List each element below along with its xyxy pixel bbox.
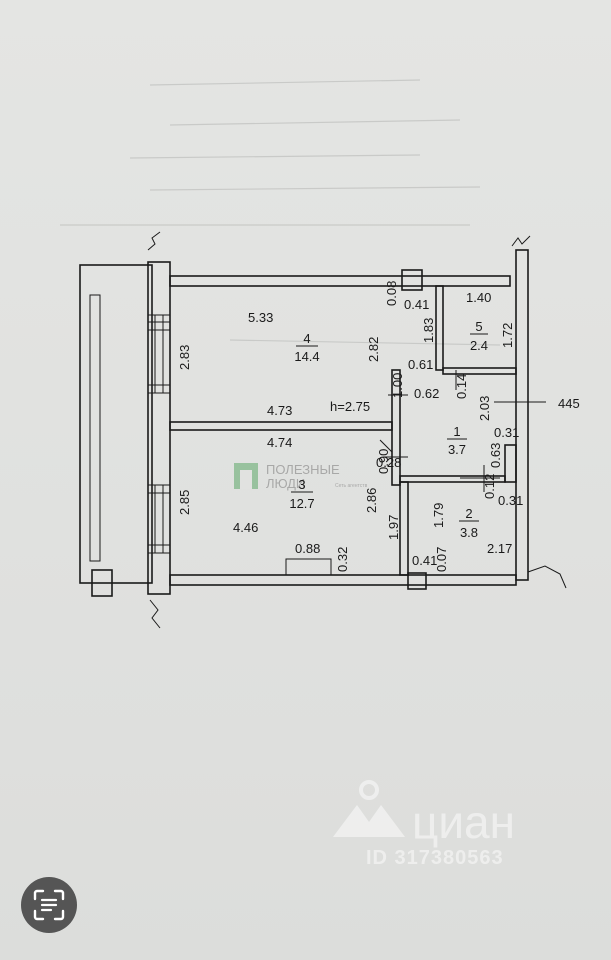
- exterior-walls: [79, 231, 567, 629]
- dim-label: 0.07: [434, 547, 449, 572]
- dim-label: 0.08: [384, 281, 399, 306]
- dim-label: 4.74: [267, 435, 292, 450]
- dim-label: 0.63: [488, 443, 503, 468]
- window-marks: [148, 314, 170, 554]
- dim-label: 4.73: [267, 403, 292, 418]
- dim-label: 0.41: [412, 553, 437, 568]
- room-number: 4: [303, 331, 310, 346]
- room-area: 12.7: [289, 496, 314, 511]
- bleed-through-marks: [60, 79, 501, 346]
- dim-label: 0.12: [482, 474, 497, 499]
- dim-label: 1.40: [466, 290, 491, 305]
- dim-label: 4.46: [233, 520, 258, 535]
- dim-label: 2.86: [364, 488, 379, 513]
- dim-label: 0.31: [494, 425, 519, 440]
- dim-label: 1.00: [390, 373, 405, 398]
- room-area: 3.8: [460, 525, 478, 540]
- dim-label: 2.85: [177, 490, 192, 515]
- room-area: 2.4: [470, 338, 488, 353]
- dimension-labels: 5.33 0.08 0.41 1.40 2.83 1.83 2.82 1.72 …: [177, 281, 580, 572]
- dim-label: 0.90: [376, 449, 391, 474]
- dim-label: 0.41: [404, 297, 429, 312]
- scan-button[interactable]: [21, 877, 77, 933]
- dim-label: h=2.75: [330, 399, 370, 414]
- agency-watermark: ПОЛЕЗНЫЕ ЛЮДИ Сеть агентств: [234, 462, 368, 491]
- dim-label: 1.83: [421, 318, 436, 343]
- agency-tagline: Сеть агентств: [335, 483, 368, 489]
- dim-label: 2.82: [366, 337, 381, 362]
- room-area: 3.7: [448, 442, 466, 457]
- dim-label: 2.03: [477, 396, 492, 421]
- interior-walls: [169, 285, 546, 576]
- dim-label: 0.28: [376, 455, 401, 470]
- dim-label: 1.72: [500, 323, 515, 348]
- room-number: 1: [453, 424, 460, 439]
- dim-label: 2.17: [487, 541, 512, 556]
- scan-icon: [33, 889, 65, 921]
- dim-label: 1.79: [431, 503, 446, 528]
- room-number: 2: [465, 506, 472, 521]
- dim-label: 0.31: [498, 493, 523, 508]
- room-number: 5: [475, 319, 482, 334]
- dim-label: 5.33: [248, 310, 273, 325]
- dim-label: 2.83: [177, 345, 192, 370]
- brand-watermark: циан ID 317380563: [333, 780, 515, 869]
- dim-label: 0.88: [295, 541, 320, 556]
- room-area: 14.4: [294, 349, 319, 364]
- room-labels: 4 14.4 5 2.4 1 3.7 2 3.8 3 12.7: [289, 319, 488, 540]
- dim-label: 1.97: [386, 515, 401, 540]
- dim-label: 0.61: [408, 357, 433, 372]
- listing-id: ID 317380563: [366, 847, 504, 869]
- dim-label: 0.62: [414, 386, 439, 401]
- dim-label: 0.14: [454, 374, 469, 399]
- brand-name: циан: [412, 796, 515, 848]
- dim-label: 445: [558, 396, 580, 411]
- room-number: 3: [298, 477, 305, 492]
- agency-name-line2: ЛЮДИ: [266, 476, 305, 491]
- agency-name-line1: ПОЛЕЗНЫЕ: [266, 462, 340, 477]
- dim-label: 0.32: [335, 547, 350, 572]
- pin-logo-icon: [333, 780, 405, 837]
